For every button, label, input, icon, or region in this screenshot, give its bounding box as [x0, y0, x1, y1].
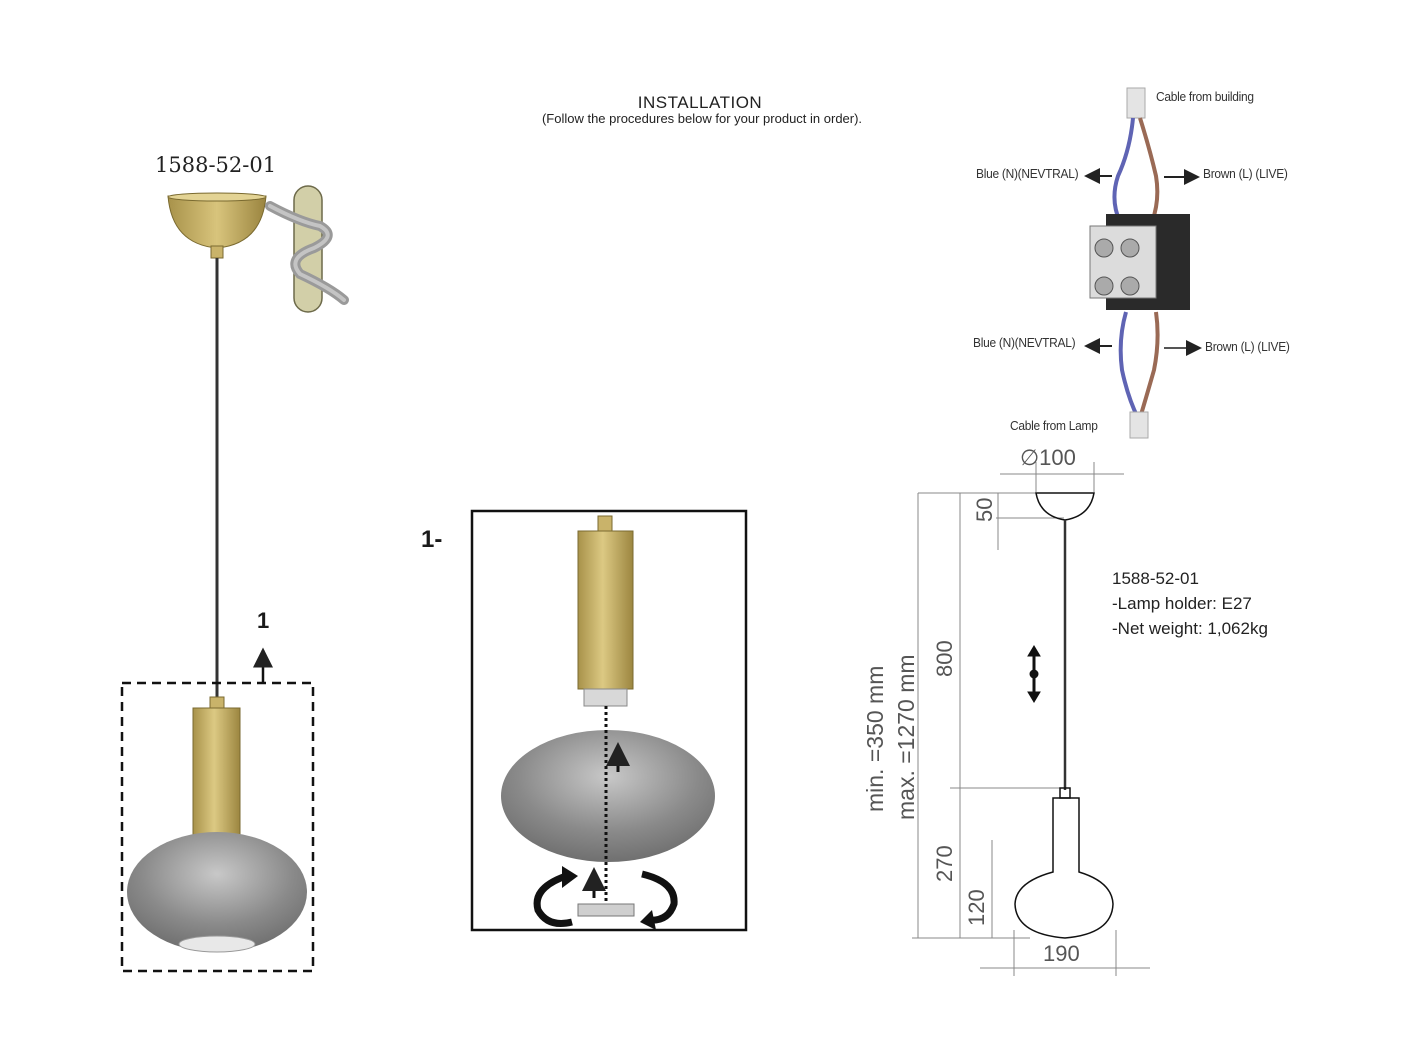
- page-subtitle: (Follow the procedures below for your pr…: [541, 111, 863, 126]
- spec-net-weight: -Net weight: 1,062kg: [1112, 619, 1268, 638]
- dim-shade-outline: [1014, 797, 1114, 939]
- step-1-highlight-box: [120, 681, 315, 973]
- mounting-bracket: [265, 185, 349, 313]
- wiring-diagram: [1084, 87, 1202, 439]
- cable-from-lamp-label: Cable from Lamp: [1010, 418, 1098, 433]
- ceiling-canopy: [167, 195, 267, 249]
- step-title: 1-: [421, 526, 443, 553]
- spec-model: 1588-52-01: [1112, 569, 1199, 588]
- shade-width-dimension: 190: [1043, 941, 1080, 966]
- blue-wire-label-top: Blue (N)(NEVTRAL): [976, 166, 1079, 181]
- shade-height-dimension: 120: [964, 889, 989, 926]
- blue-wire-label-bottom: Blue (N)(NEVTRAL): [973, 335, 1076, 350]
- lamp-holder-cylinder: [192, 707, 241, 841]
- min-length-label: min. =350 mm: [862, 665, 888, 812]
- body-height-dimension: 270: [932, 845, 957, 882]
- max-length-label: max. =1270 mm: [893, 654, 919, 820]
- model-number: 1588-52-01: [155, 153, 277, 177]
- dim-canopy: [1035, 492, 1095, 521]
- step-glass-shade: [501, 730, 715, 862]
- step-lamp-holder: [577, 530, 634, 690]
- step-1-panel: [470, 509, 748, 932]
- cable-length-dimension: 800: [932, 640, 957, 677]
- spec-lamp-holder: -Lamp holder: E27: [1112, 594, 1252, 613]
- cable-from-building-label: Cable from building: [1156, 89, 1254, 104]
- page-title: INSTALLATION: [637, 93, 763, 112]
- left-lamp: [127, 192, 307, 953]
- rotate-right-arrow: [641, 870, 678, 924]
- diameter-dimension: ∅100: [1020, 445, 1076, 470]
- step-number: 1: [257, 608, 270, 633]
- brown-wire-label-bottom: Brown (L) (LIVE): [1205, 339, 1290, 354]
- glass-shade: [127, 832, 307, 952]
- brown-wire-label-top: Brown (L) (LIVE): [1203, 166, 1288, 181]
- retaining-ring: [577, 903, 635, 917]
- dimension-drawing: [912, 462, 1150, 976]
- canopy-height-dimension: 50: [972, 497, 997, 522]
- rotate-left-arrow: [533, 872, 573, 927]
